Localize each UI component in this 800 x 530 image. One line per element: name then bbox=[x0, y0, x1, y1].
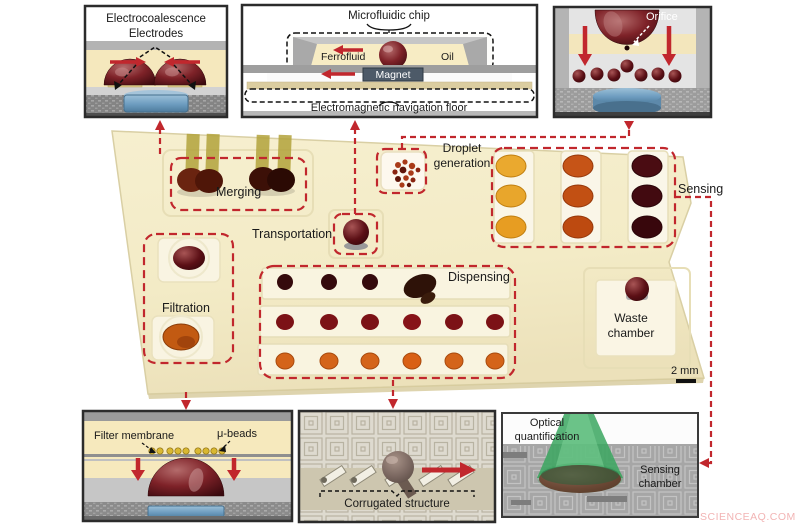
inset-border bbox=[240, 3, 539, 119]
inset-border bbox=[501, 412, 699, 518]
sensing-droplets bbox=[495, 154, 663, 239]
filtration-box bbox=[142, 232, 235, 365]
ferrofluid-label: Ferrofluid bbox=[321, 51, 366, 63]
filtration-label: Filtration bbox=[162, 301, 210, 315]
motion-arrow bbox=[460, 462, 476, 478]
connectors bbox=[158, 128, 713, 465]
scale-bar-label: 2 mm bbox=[671, 365, 699, 377]
dispensing-rows bbox=[257, 267, 511, 376]
inset-border bbox=[552, 5, 713, 119]
inset-border bbox=[83, 4, 229, 119]
inset-electrocoalescence bbox=[83, 4, 229, 119]
filter-membrane-line bbox=[82, 454, 293, 457]
magnet bbox=[123, 94, 189, 113]
inset-optical bbox=[501, 412, 699, 518]
electrode-traces bbox=[185, 133, 292, 177]
micro-beads-label: μ-beads bbox=[217, 428, 257, 440]
ferrofluid-droplet bbox=[379, 41, 407, 69]
chip-edge-shadow bbox=[148, 378, 704, 399]
corrugated-droplet bbox=[382, 451, 414, 483]
dispense-arrows bbox=[578, 26, 676, 66]
inset-border bbox=[81, 409, 294, 523]
mother-droplet bbox=[594, 9, 660, 45]
merging-box bbox=[169, 156, 308, 212]
transportation-droplet bbox=[343, 219, 369, 250]
sensing-chamber-label: Sensing chamber bbox=[638, 464, 682, 491]
inset-orifice bbox=[552, 5, 713, 119]
micro-beads bbox=[148, 447, 226, 455]
connector-arrowheads bbox=[155, 120, 709, 468]
merging-droplets bbox=[177, 167, 295, 197]
droplet-generation-label: Droplet generation bbox=[433, 141, 491, 171]
inset-electrocoalescence-title: Electrocoalescence Electrodes bbox=[106, 13, 206, 40]
waste-chamber-label: Waste chamber bbox=[607, 311, 655, 341]
sensing-label: Sensing bbox=[678, 182, 724, 196]
inset-chip-side-view bbox=[240, 3, 539, 119]
dispensing-label: Dispensing bbox=[448, 270, 510, 284]
droplet-generation-cluster bbox=[392, 159, 421, 188]
oil-label: Oil bbox=[441, 51, 454, 63]
magnet-label: Magnet bbox=[375, 69, 411, 81]
connector-orifice bbox=[400, 130, 631, 149]
inset-chip-title: Microfluidic chip bbox=[348, 10, 430, 22]
watermark: SCIENCEAQ.COM bbox=[700, 511, 796, 523]
merging-label: Merging bbox=[216, 185, 262, 199]
daughter-droplets bbox=[572, 59, 682, 83]
orifice-label: Orifice bbox=[646, 11, 678, 23]
corrugated-structure-label: Corrugated structure bbox=[344, 498, 450, 510]
bracket bbox=[319, 490, 475, 497]
optical-quantification-label: Optical quantification bbox=[514, 417, 580, 444]
filter-membrane-label: Filter membrane bbox=[94, 430, 175, 442]
filtered-droplet bbox=[147, 457, 225, 497]
waste-droplet bbox=[625, 277, 649, 301]
inset-filter bbox=[81, 409, 294, 523]
filtration-droplets bbox=[162, 246, 205, 351]
dispensing-box bbox=[258, 264, 517, 380]
inset-border bbox=[297, 409, 497, 524]
floor-label: Electromagnetic navigation floor bbox=[310, 102, 468, 114]
chip-channel-outlines bbox=[162, 149, 691, 369]
filter-arrows bbox=[131, 458, 241, 481]
brace-bottom bbox=[378, 101, 400, 107]
brace-top bbox=[366, 23, 412, 33]
magnet bbox=[362, 67, 424, 82]
orifice-hole bbox=[624, 45, 630, 51]
inset-corrugated bbox=[297, 409, 497, 524]
dispensing-droplets bbox=[275, 273, 505, 370]
scale-bar bbox=[676, 379, 696, 383]
transportation-label: Transportation bbox=[252, 227, 333, 241]
